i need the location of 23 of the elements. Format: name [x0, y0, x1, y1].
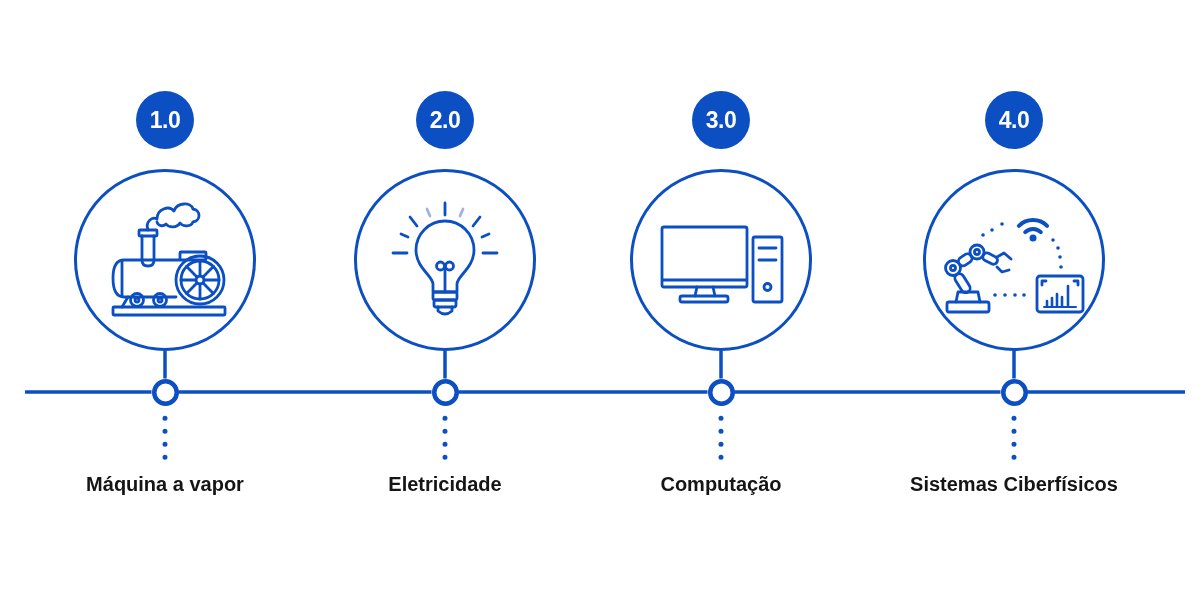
version-badge: 4.0: [985, 91, 1043, 149]
timeline-dot: [431, 378, 459, 406]
timeline-line: [178, 390, 432, 394]
stage-label: Eletricidade: [388, 470, 502, 498]
timeline-dot: [1000, 378, 1028, 406]
version-badge: 3.0: [692, 91, 750, 149]
timeline-line: [734, 390, 1001, 394]
icon-circle: [630, 169, 812, 351]
timeline-dot: [151, 378, 179, 406]
stage-label: Sistemas Ciberfísicos: [910, 470, 1118, 498]
timeline-dot: [707, 378, 735, 406]
timeline-line: [458, 390, 708, 394]
version-badge: 1.0: [136, 91, 194, 149]
stage-label: Computação: [660, 470, 782, 498]
connector-line: [163, 351, 167, 379]
version-badge: 2.0: [416, 91, 474, 149]
icon-circle: [923, 169, 1105, 351]
connector-line: [719, 351, 723, 379]
connector-line: [1012, 351, 1016, 379]
icon-circle: [354, 169, 536, 351]
icon-circle: [74, 169, 256, 351]
connector-line: [443, 351, 447, 379]
stage-label: Máquina a vapor: [86, 470, 244, 498]
